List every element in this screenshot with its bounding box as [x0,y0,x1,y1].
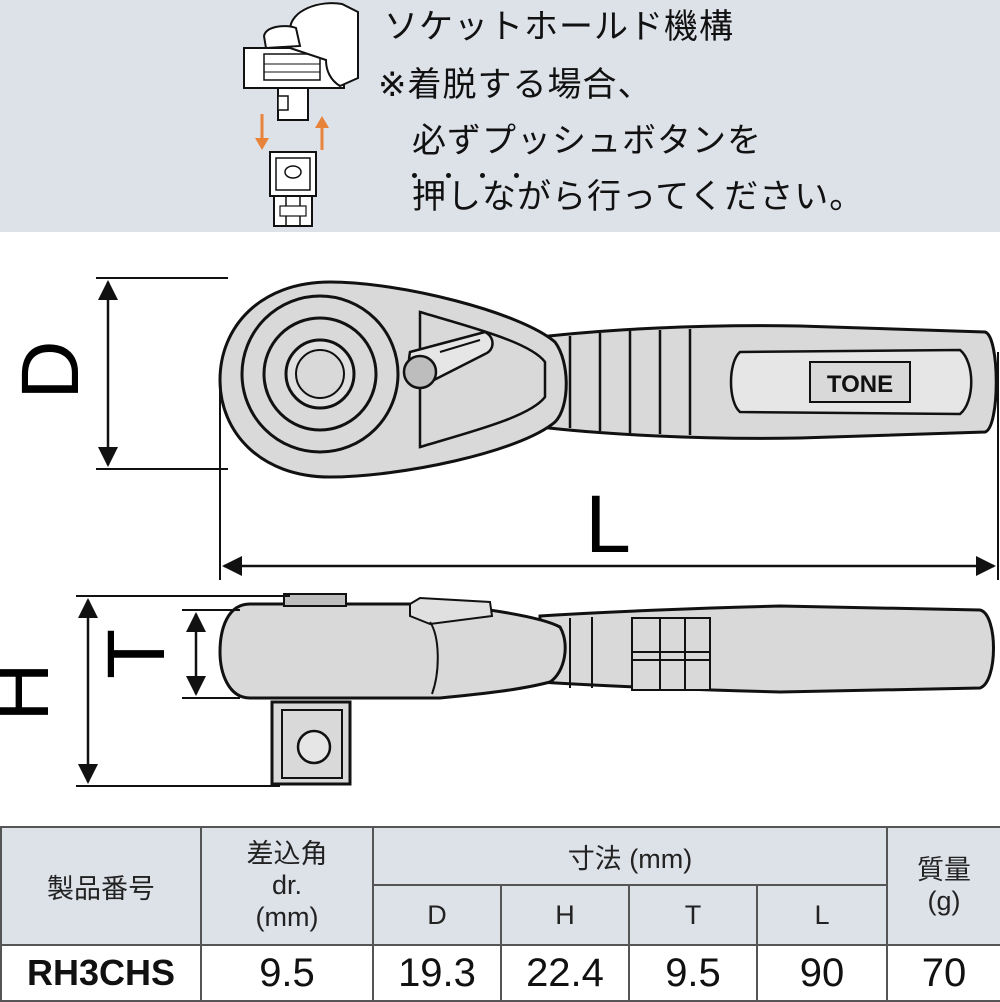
table-row: RH3CHS 9.5 19.3 22.4 9.5 90 70 [0,944,1000,1002]
cell-d: 19.3 [372,944,502,1002]
cell-model-number: RH3CHS [0,944,202,1002]
header-drive-line-1: 差込角 [246,839,328,870]
header-h: H [500,884,630,946]
socket-hold-illustration [243,2,359,227]
notice-text: ※着脱する場合、 [378,65,653,105]
socket-hold-notice: ソケットホールド機構 ※着脱する場合、 必ずプッシュボタンを 押しながら行ってく… [0,0,1000,232]
dimension-label-d: D [5,340,96,399]
instruction-line-1: 必ずプッシュボタンを [412,121,762,161]
spec-table: 製品番号 差込角 dr. (mm) 寸法 (mm) 質量 (g) D H T L… [0,826,1000,1002]
cell-weight: 70 [886,944,1000,1002]
cell-t: 9.5 [628,944,758,1002]
ratchet-side-view [218,593,995,786]
header-weight-line-1: 質量 [917,854,972,885]
instruction-line-2: 押しながら行ってください。 [412,177,865,217]
header-d: D [372,884,502,946]
dimension-label-h: H [0,662,66,721]
header-t: T [628,884,758,946]
cell-l: 90 [755,944,889,1002]
feature-title: ソケットホールド機構 [384,7,734,47]
header-weight: 質量 (g) [886,826,1000,946]
header-weight-line-2: (g) [927,886,961,916]
ratchet-top-view: TONE [218,280,998,479]
ratchet-technical-drawing: TONE D L [0,277,999,787]
dimension-label-l: L [585,479,631,570]
emphasis-dots [412,167,548,181]
header-drive-line-2: dr. [271,870,303,901]
cell-h: 22.4 [500,944,630,1002]
cell-drive-size: 9.5 [200,944,374,1002]
brand-logo: TONE [827,371,893,398]
dimension-label-t: T [91,629,182,679]
header-drive-size: 差込角 dr. (mm) [200,826,374,946]
header-drive-line-3: (mm) [255,901,319,932]
header-l: L [755,884,889,946]
header-dimensions: 寸法 (mm) [371,826,889,886]
header-model-number: 製品番号 [0,826,202,946]
